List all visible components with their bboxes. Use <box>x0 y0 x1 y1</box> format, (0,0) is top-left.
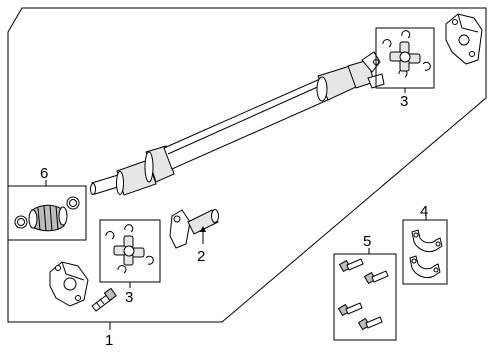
boot-kit <box>14 196 80 232</box>
rear-yoke-flange <box>445 13 483 65</box>
bolt-box <box>333 253 397 341</box>
boot-kit-box <box>7 185 87 241</box>
drive-shaft <box>90 51 385 196</box>
callout-4: 4 <box>420 203 428 220</box>
flange-bolt <box>91 287 117 312</box>
callout-3-front: 3 <box>125 289 133 306</box>
callout-1: 1 <box>105 332 113 349</box>
front-flange <box>49 261 89 307</box>
bracket-box <box>402 219 448 285</box>
bolt-set <box>337 258 389 331</box>
brackets <box>409 229 443 279</box>
slip-yoke <box>169 209 219 249</box>
callout-3-rear: 3 <box>400 93 408 110</box>
callout-2: 2 <box>197 248 205 265</box>
assembly-boundary <box>7 7 487 323</box>
callout-5: 5 <box>363 233 371 250</box>
ujoint-kit-front <box>105 224 154 274</box>
callout-6: 6 <box>40 165 48 182</box>
ujoint-kit-rear <box>382 30 431 78</box>
